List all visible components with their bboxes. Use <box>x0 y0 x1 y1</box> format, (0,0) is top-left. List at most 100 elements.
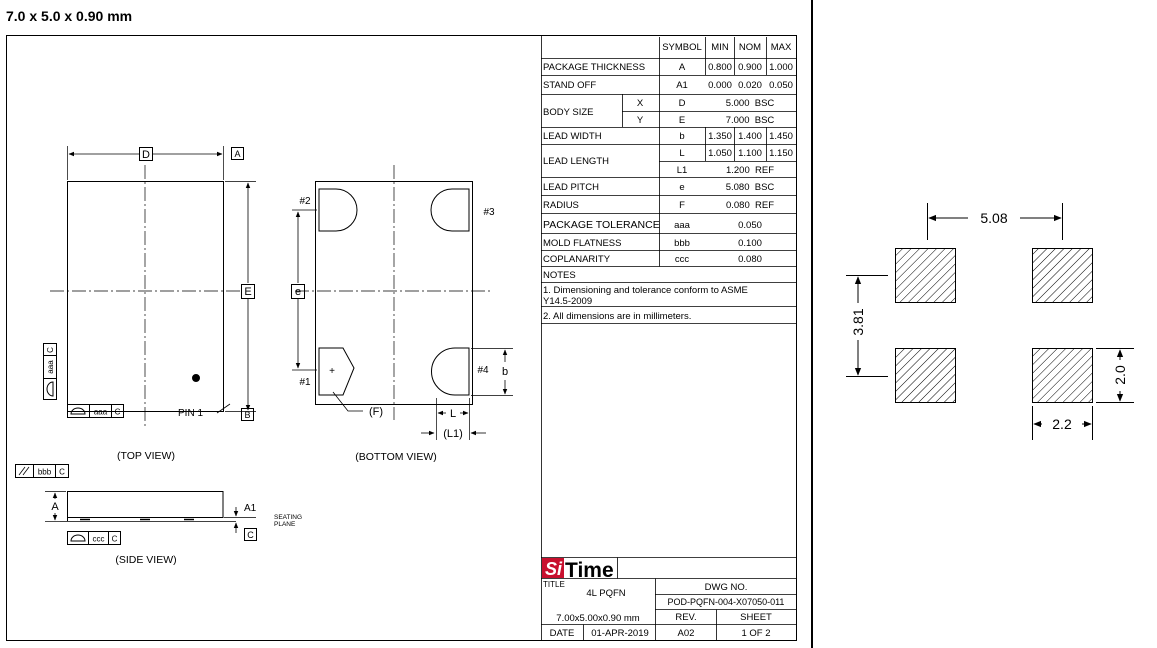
land-pad-top-left <box>895 248 956 303</box>
row-tolerance-val: 0.050 <box>738 220 762 231</box>
row-radius-label: RADIUS <box>543 200 579 211</box>
aaa-frame-side <box>43 343 57 400</box>
date-label: DATE <box>550 628 575 639</box>
row-flatness-symbol: bbb <box>674 238 690 249</box>
land-pad-bottom-left <box>895 348 956 403</box>
dim-l-label: L <box>450 408 456 420</box>
land-pad-bottom-right <box>1032 348 1093 403</box>
bbb-tol: bbb <box>38 468 52 477</box>
title-value: 4L PQFN <box>586 588 625 599</box>
aaa-top-tol: aaa <box>94 408 108 417</box>
sheet-label: SHEET <box>740 612 772 623</box>
pad-1 <box>318 347 355 396</box>
header-symbol: SYMBOL <box>662 42 702 53</box>
pad2-label: #2 <box>299 196 311 207</box>
row-thickness-label: PACKAGE THICKNESS <box>543 62 645 73</box>
land-pad-width-label: 2.2 <box>1052 416 1072 432</box>
pad1-label: #1 <box>299 377 311 388</box>
row-body-val-x: 5.000 BSC <box>726 98 775 109</box>
row-body-sym-y: E <box>679 115 685 126</box>
row-length-nom: 1.100 <box>738 148 762 159</box>
row-tolerance-label: PACKAGE TOLERANCE <box>543 219 660 231</box>
row-standoff-label: STAND OFF <box>543 80 596 91</box>
row-length-label: LEAD LENGTH <box>543 156 609 167</box>
row-standoff-min: 0.000 <box>708 80 732 91</box>
dim-e-box <box>241 284 255 299</box>
aaa-frame-top <box>67 404 124 418</box>
plane-label: PLANE <box>274 521 296 528</box>
bbb-datum: C <box>59 468 65 477</box>
pad1-mark: + <box>329 366 335 377</box>
top-view-text: D A E B PIN 1 aaa C aaa C (TOP VIEW) <box>46 149 252 462</box>
row-body-y: Y <box>637 115 644 126</box>
radius-f-label: (F) <box>369 406 383 418</box>
package-size-heading: 7.0 x 5.0 x 0.90 mm <box>6 8 133 24</box>
dim-d-label: D <box>142 149 150 161</box>
dim-e-pitch-label: e <box>295 286 301 298</box>
title-label: TITLE <box>543 580 565 589</box>
row-thickness-nom: 0.900 <box>738 62 762 73</box>
side-view <box>15 464 257 545</box>
bottom-view-text: e #2 #3 #1 #4 + b L (L1) (F) (BOTTOM VIE… <box>295 196 508 463</box>
land-pad-top-right <box>1032 248 1093 303</box>
row-body-sym-x: D <box>679 98 686 109</box>
dim-e-label: E <box>244 286 251 298</box>
aaa-side-datum: C <box>46 347 55 353</box>
row-width-label: LEAD WIDTH <box>543 131 602 142</box>
logo-si: Si <box>545 559 563 579</box>
row-width-min: 1.350 <box>708 131 732 142</box>
note-1-line-1: 1. Dimensioning and tolerance conform to… <box>543 285 748 296</box>
pad-2 <box>318 188 358 232</box>
pin1-dot <box>192 374 200 382</box>
row-radius-symbol: F <box>679 200 685 211</box>
top-view-body <box>67 181 224 412</box>
land-pattern: 5.08 3.81 2.0 2.2 <box>846 203 1134 440</box>
dim-b-label: b <box>502 366 508 378</box>
row-length-val2: 1.200 REF <box>726 165 774 176</box>
package-drawing: D A E B PIN 1 aaa C aaa C (TOP VIEW) <box>6 35 797 641</box>
title-block: Si Time TITLE 4L PQFN DWG NO. POD-PQFN-0… <box>542 558 784 639</box>
row-width-symbol: b <box>679 131 684 142</box>
ccc-frame <box>67 531 121 545</box>
row-thickness-symbol: A <box>679 62 686 73</box>
header-nom: NOM <box>739 42 761 53</box>
row-flatness-val: 0.100 <box>738 238 762 249</box>
land-pitch-y-label: 3.81 <box>850 308 866 335</box>
row-length-symbol2: L1 <box>677 165 688 176</box>
datum-b-box <box>241 408 254 421</box>
row-coplanarity-symbol: ccc <box>675 254 690 265</box>
spec-table-grid <box>541 35 797 641</box>
row-tolerance-symbol: aaa <box>674 220 691 231</box>
pad3-label: #3 <box>483 207 495 218</box>
row-standoff-nom: 0.020 <box>738 80 762 91</box>
bottom-view <box>291 165 513 440</box>
top-view <box>43 146 256 428</box>
row-radius-val: 0.080 REF <box>726 200 774 211</box>
dim-l1-label: (L1) <box>443 428 463 440</box>
row-pitch-val: 5.080 BSC <box>726 182 775 193</box>
side-view-text: bbb C A A1 SEATING PLANE C ccc C (SIDE V… <box>38 468 302 567</box>
top-view-caption: (TOP VIEW) <box>117 450 175 462</box>
pin1-label: PIN 1 <box>178 408 203 419</box>
row-length-min: 1.050 <box>708 148 732 159</box>
dim-d-box <box>139 147 153 161</box>
rev-label: REV. <box>675 612 696 623</box>
bottom-view-body <box>315 181 473 405</box>
panel-divider <box>811 0 813 648</box>
aaa-side-tol: aaa <box>46 360 55 374</box>
header-max: MAX <box>771 42 792 53</box>
sheet-value: 1 OF 2 <box>741 628 770 639</box>
row-pitch-label: LEAD PITCH <box>543 182 599 193</box>
dim-a1-label: A1 <box>244 503 257 514</box>
row-standoff-max: 0.050 <box>769 80 793 91</box>
row-length-symbol: L <box>679 148 684 159</box>
datum-c-label: C <box>247 530 254 540</box>
pad4-label: #4 <box>477 365 489 376</box>
side-view-body <box>67 491 224 518</box>
bottom-view-caption: (BOTTOM VIEW) <box>355 451 436 463</box>
spec-table: SYMBOL MIN NOM MAX PACKAGE THICKNESS A 0… <box>543 42 793 322</box>
dim-a-label: A <box>51 501 59 513</box>
row-standoff-symbol: A1 <box>676 80 688 91</box>
row-pitch-symbol: e <box>679 182 684 193</box>
datum-a-label: A <box>234 149 240 159</box>
